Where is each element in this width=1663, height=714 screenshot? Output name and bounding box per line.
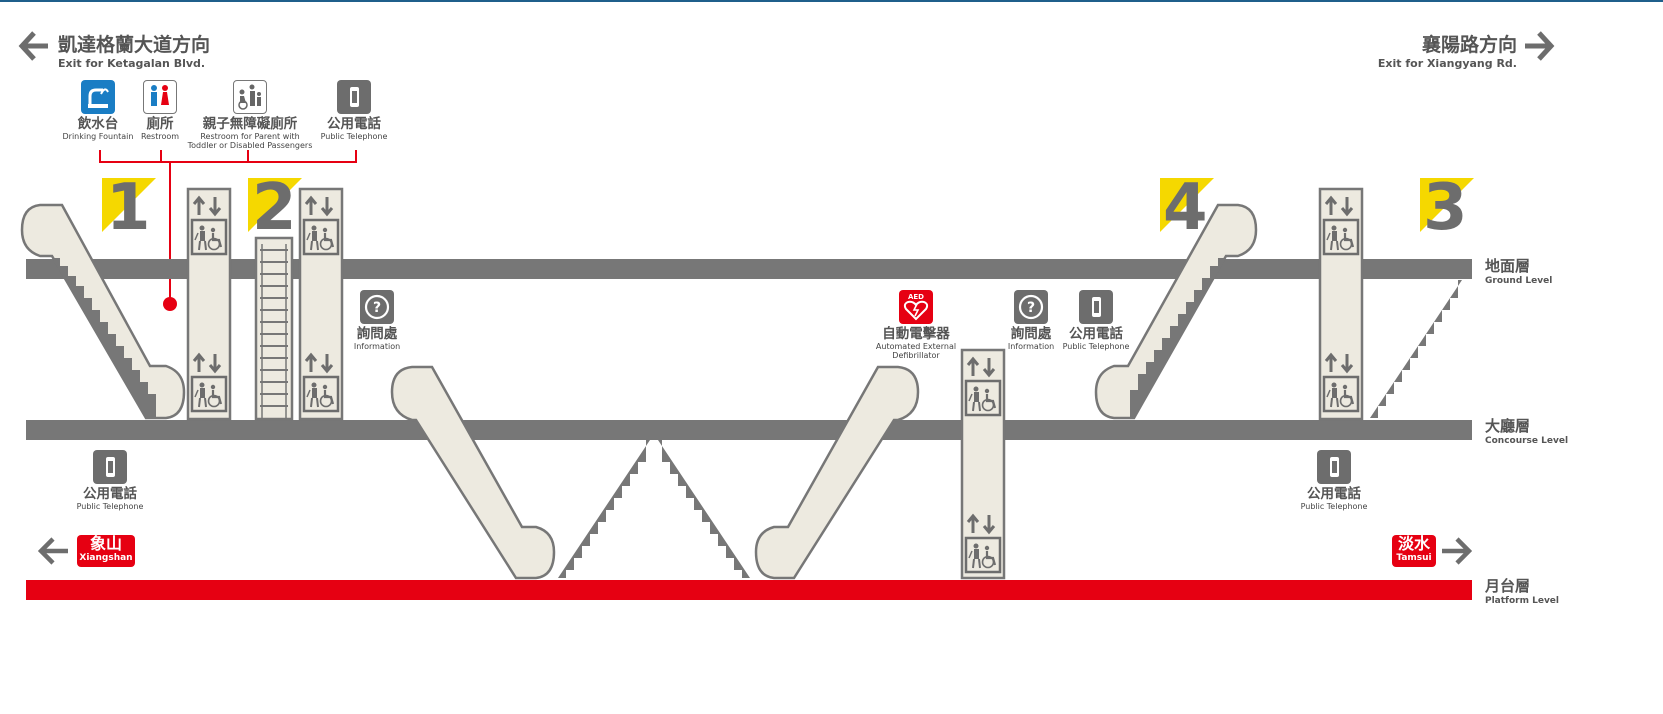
telephone-icon — [93, 450, 127, 484]
svg-text:AED: AED — [908, 293, 924, 301]
level-label-en: Platform Level — [1485, 596, 1559, 606]
facility-bracket — [99, 150, 357, 303]
facility-label: 公用電話 — [327, 116, 381, 132]
direction-right: 襄陽路方向 Exit for Xiangyang Rd. — [1378, 30, 1517, 70]
restroom-icon — [143, 80, 177, 114]
telephone-icon — [337, 80, 371, 114]
direction-left-zh: 凱達格蘭大道方向 — [58, 34, 211, 56]
elevator-shaft-1 — [186, 187, 232, 421]
telephone-platform-left: 公用電話 Public Telephone — [72, 450, 148, 511]
family-restroom-icon — [233, 80, 267, 114]
facility-label: 親子無障礙廁所 — [202, 116, 298, 132]
facility-label: 自動電擊器 — [882, 326, 950, 342]
facility-label: 公用電話 — [1307, 486, 1361, 502]
stairs-exit-3 — [1370, 280, 1462, 418]
telephone-icon — [1317, 450, 1351, 484]
level-label: 大廳層 — [1485, 417, 1531, 435]
elevator-shaft-platform — [960, 348, 1006, 580]
svg-text:?: ? — [373, 300, 381, 316]
aed-icon: AED — [899, 290, 933, 324]
platform-line — [26, 580, 1472, 600]
direction-left-en: Exit for Ketagalan Blvd. — [58, 57, 206, 70]
escalator-platform-right — [754, 365, 920, 580]
facility-label: 詢問處 — [356, 326, 398, 342]
facility-label-en: Public Telephone — [76, 502, 144, 511]
information-icon: ? — [360, 290, 394, 324]
exit-number-3: 3 — [1423, 171, 1468, 245]
facility-label-en: Public Telephone — [1300, 502, 1368, 511]
facility-label-en2: Defibrillator — [892, 351, 940, 360]
facility-label-en: Automated External — [875, 342, 957, 351]
facility-label: 詢問處 — [1010, 326, 1052, 342]
telephone-concourse: 公用電話 Public Telephone — [1060, 290, 1132, 351]
level-label: 地面層 — [1485, 257, 1531, 275]
facility-label: 廁所 — [146, 116, 174, 132]
arrow-right-icon — [1525, 31, 1555, 61]
svg-text:?: ? — [1027, 300, 1035, 316]
facility-family-restroom: 親子無障礙廁所 Restroom for Parent with Toddler… — [182, 80, 318, 150]
facility-label-en: Public Telephone — [320, 132, 388, 141]
facility-label-en: Drinking Fountain — [62, 132, 134, 141]
location-dot — [163, 297, 177, 311]
exit-flag-2 — [248, 178, 302, 232]
information-desk-left: ? 詢問處 Information — [347, 290, 407, 351]
destination-label: 淡水 — [1397, 534, 1430, 553]
exit-flag-1 — [102, 178, 156, 232]
facility-label-en: Restroom — [140, 132, 180, 141]
level-label: 月台層 — [1485, 577, 1531, 595]
exit-number-2: 2 — [252, 171, 297, 245]
information-icon: ? — [1014, 290, 1048, 324]
stairs-platform-center — [558, 440, 750, 578]
direction-right-en: Exit for Xiangyang Rd. — [1377, 57, 1517, 70]
level-concourse: 大廳層 Concourse Level — [1485, 415, 1568, 446]
exit-number-4: 4 — [1163, 171, 1208, 245]
escalator-exit-1 — [20, 203, 186, 420]
level-ground: 地面層 Ground Level — [1485, 255, 1552, 286]
escalator-exit-4 — [1094, 203, 1258, 420]
elevator-shaft-exit-3 — [1318, 187, 1364, 421]
facility-label-en: Information — [1007, 342, 1055, 351]
destination-label: 象山 — [89, 534, 122, 553]
facility-label-en: Information — [353, 342, 401, 351]
telephone-icon — [1079, 290, 1113, 324]
aed-station: AED 自動電擊器 Automated External Defibrillat… — [868, 290, 964, 360]
elevator-shaft-2 — [298, 187, 344, 421]
destination-xiangshan: 象山 Xiangshan — [77, 535, 135, 567]
exit-number-1: 1 — [106, 171, 151, 245]
facility-drinking-fountain: 飲水台 Drinking Fountain — [60, 80, 136, 141]
direction-left: 凱達格蘭大道方向 Exit for Ketagalan Blvd. — [58, 30, 210, 70]
facility-label-en: Restroom for Parent with — [200, 132, 300, 141]
arrow-right-icon — [1442, 537, 1472, 565]
facility-label: 飲水台 — [77, 116, 119, 132]
facility-label: 公用電話 — [1069, 326, 1123, 342]
concourse-floor-slab — [26, 420, 1472, 440]
level-platform: 月台層 Platform Level — [1485, 575, 1559, 606]
destination-tamsui: 淡水 Tamsui — [1392, 535, 1436, 567]
destination-label-en: Xiangshan — [79, 553, 133, 563]
level-label-en: Ground Level — [1485, 276, 1553, 286]
facility-label-en: Public Telephone — [1062, 342, 1130, 351]
exit-flag-4 — [1160, 178, 1214, 232]
information-desk-right: ? 詢問處 Information — [1002, 290, 1060, 351]
facility-telephone: 公用電話 Public Telephone — [318, 80, 390, 141]
top-border — [0, 0, 1663, 2]
destination-label-en: Tamsui — [1396, 553, 1432, 563]
stairs-exit-2 — [254, 236, 294, 421]
escalator-platform-left — [390, 365, 556, 580]
level-label-en: Concourse Level — [1485, 436, 1569, 446]
facility-label-en2: Toddler or Disabled Passengers — [187, 141, 313, 150]
arrow-left-icon — [18, 31, 48, 61]
ground-floor-slab — [26, 259, 1472, 279]
arrow-left-icon — [38, 537, 68, 565]
exit-flag-3 — [1420, 178, 1474, 232]
facility-label: 公用電話 — [83, 486, 137, 502]
facility-restroom: 廁所 Restroom — [136, 80, 184, 141]
drinking-fountain-icon — [81, 80, 115, 114]
telephone-platform-right: 公用電話 Public Telephone — [1296, 450, 1372, 511]
direction-right-zh: 襄陽路方向 — [1421, 34, 1517, 56]
